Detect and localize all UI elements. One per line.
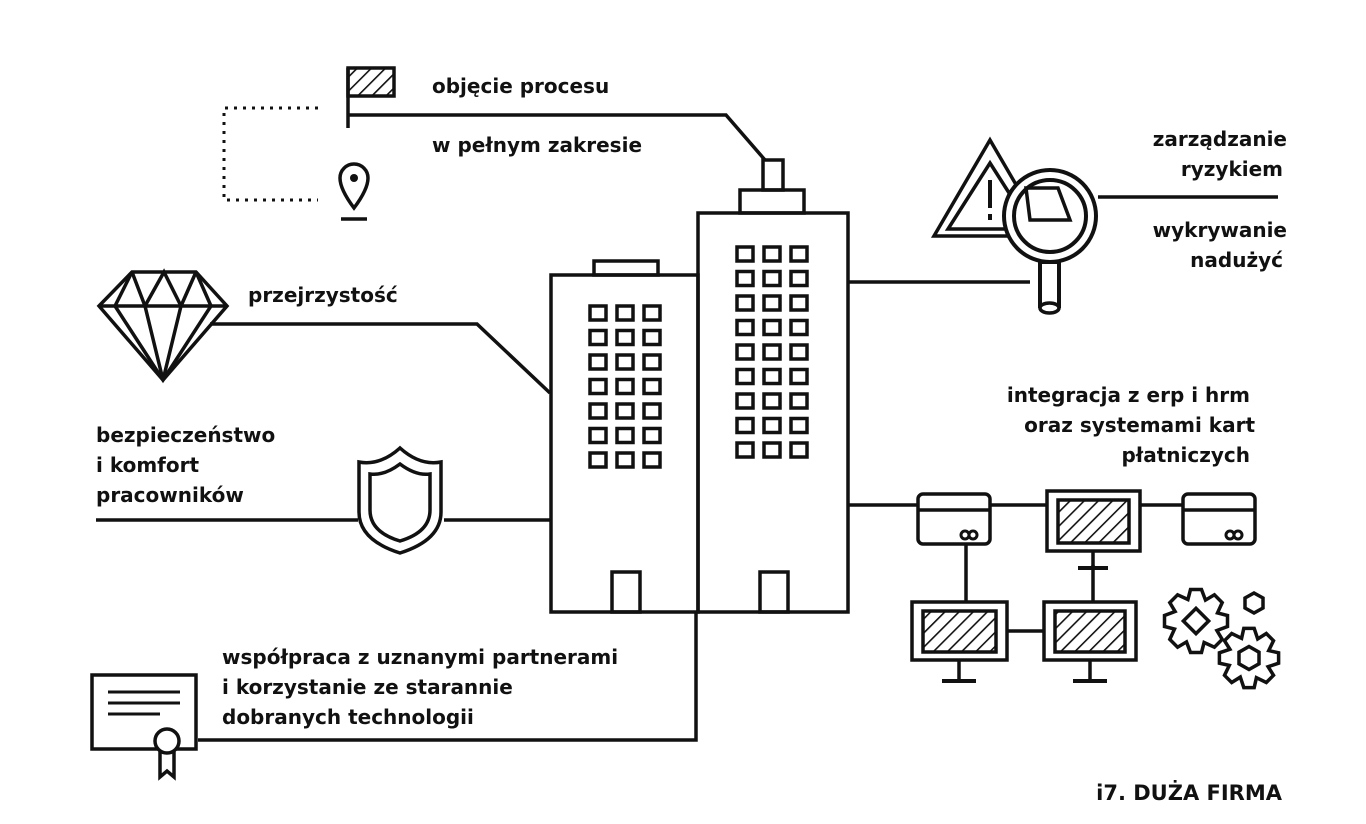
window [642,353,662,371]
window [642,377,662,396]
monitor-icon [1045,489,1142,570]
label-risk-2: ryzykiem [1181,157,1283,181]
tower-door [758,570,790,614]
window [762,318,782,337]
window [615,426,635,445]
label-safety-2: i komfort [96,453,199,477]
window [615,353,635,371]
process-connector [348,113,767,162]
window [789,367,809,386]
left-building-roof [592,259,660,277]
window [588,304,608,322]
window [762,392,782,410]
window [615,304,635,322]
label-partners-3: dobranych technologii [222,705,474,729]
window [789,245,809,263]
window [735,441,755,459]
magnifier-icon [1002,168,1098,315]
label-safety-3: pracowników [96,483,244,507]
label-partners-1: współpraca z uznanymi partnerami [222,645,618,669]
window [789,416,809,435]
tower-windows [735,245,809,459]
flag-icon [346,66,396,128]
label-integration-2: oraz systemami kart [1024,413,1255,437]
gear-outline [1217,626,1281,690]
window [735,416,755,435]
window [762,367,782,386]
diamond-icon [96,268,230,384]
label-integration-1: integracja z erp i hrm [1007,383,1250,407]
label-partners-2: i korzystanie ze starannie [222,675,513,699]
dotted-route [222,106,318,202]
payment-card-icon [916,492,992,546]
window [762,245,782,263]
label-transparency: przejrzystość [248,283,398,307]
tower-roof [738,188,806,215]
window [735,269,755,288]
gear-hub [1180,605,1212,637]
gear-outline [1162,587,1230,655]
monitor-icon [910,600,1009,683]
window [762,343,782,361]
transparency-connector [210,322,552,395]
window [642,426,662,445]
window [588,328,608,347]
window [735,294,755,312]
tower-antenna [761,158,785,192]
window [735,367,755,386]
window [642,304,662,322]
monitor-icon [1042,600,1138,683]
connector-lines [96,106,1278,742]
label-process-2: w pełnym zakresie [432,133,642,157]
window [789,318,809,337]
labels: objęcie procesu w pełnym zakresie zarząd… [96,74,1287,805]
window [588,402,608,420]
footer-tag: i7. DUŻA FIRMA [1096,780,1283,805]
window [789,392,809,410]
window [789,294,809,312]
left-building-door [610,570,642,614]
label-fraud-2: nadużyć [1190,248,1283,272]
hexagon-nut [1243,590,1265,616]
label-risk-1: zarządzanie [1153,127,1287,151]
window [615,451,635,469]
gear-hub [1237,644,1261,672]
window [762,441,782,459]
gears-icon [1162,587,1281,690]
window [642,328,662,347]
window [615,328,635,347]
window [735,343,755,361]
certificate-icon [90,673,198,781]
window [789,343,809,361]
gear-small [1217,626,1281,690]
window [588,377,608,396]
window [642,451,662,469]
shield-icon [357,445,443,555]
window [588,353,608,371]
window [588,451,608,469]
payment-card-icon [1181,492,1257,546]
window [762,294,782,312]
window [588,426,608,445]
window [735,318,755,337]
left-building-windows [588,304,662,469]
partners-connector [198,612,698,742]
window [642,402,662,420]
window [615,377,635,396]
gear-large [1162,587,1230,655]
window [615,402,635,420]
window [762,269,782,288]
label-safety-1: bezpieczeństwo [96,423,275,447]
window [735,245,755,263]
label-process-1: objęcie procesu [432,74,609,98]
window [762,416,782,435]
office-building-icon [549,158,850,614]
label-fraud-1: wykrywanie [1153,218,1287,242]
window [789,441,809,459]
label-integration-3: płatniczych [1121,443,1250,467]
window [735,392,755,410]
location-pin-icon [338,162,370,221]
window [789,269,809,288]
